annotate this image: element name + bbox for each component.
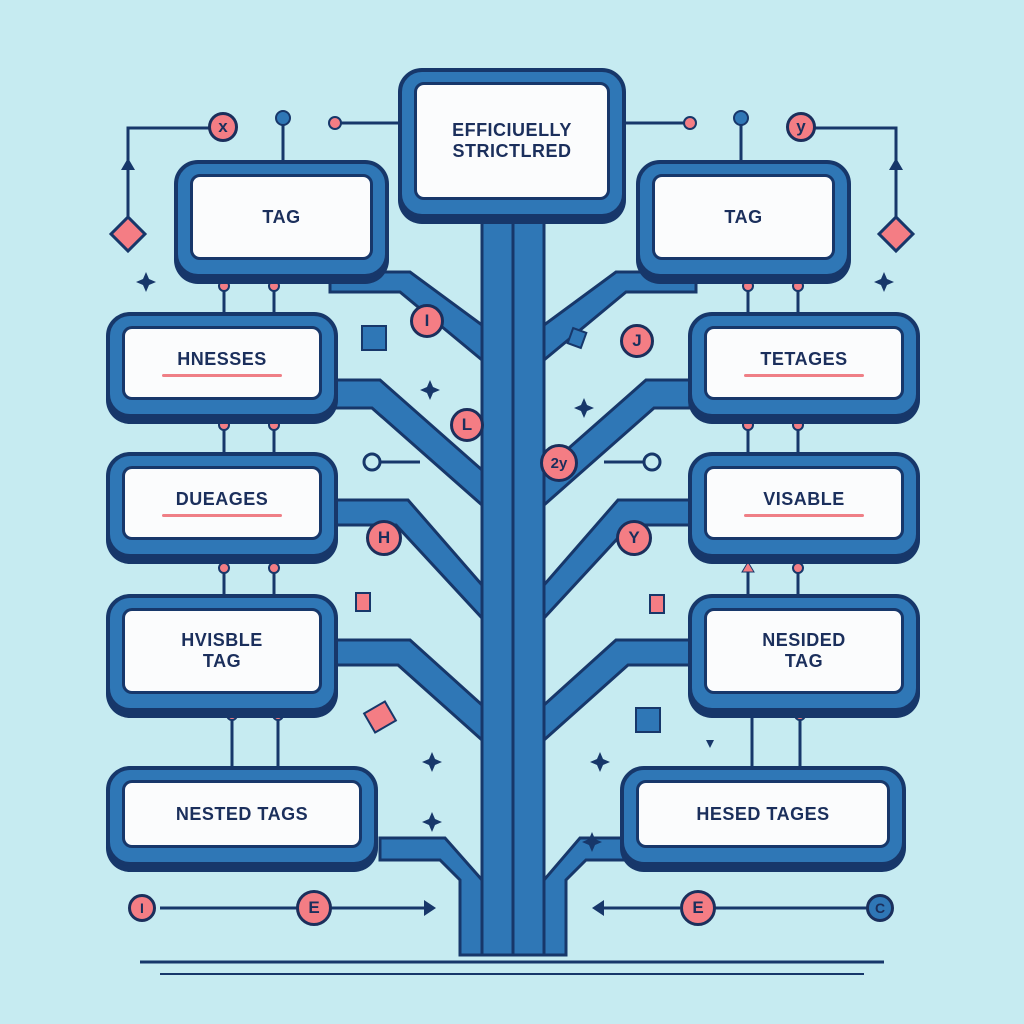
branch-right-5 xyxy=(542,836,632,957)
left-node-4-label: HVISBLE TAG xyxy=(181,630,263,671)
badge-bottom-right: E xyxy=(680,890,716,926)
left-node-3[interactable]: DUEAGES xyxy=(106,452,338,558)
right-node-5[interactable]: HESED TAGES xyxy=(620,766,906,866)
right-node-2[interactable]: TETAGES xyxy=(688,312,920,418)
left-node-3-underline xyxy=(161,513,283,517)
left-node-2-label: HNESSES xyxy=(177,349,267,370)
badge-mid-left-3: H xyxy=(366,520,402,556)
right-node-5-label: HESED TAGES xyxy=(696,803,830,824)
right-node-3-underline xyxy=(743,513,865,517)
right-node-1[interactable]: TAG xyxy=(636,160,851,278)
branch-right-1 xyxy=(542,270,698,364)
branch-left-5 xyxy=(378,836,484,957)
right-node-2-label: TETAGES xyxy=(760,349,848,370)
root-node[interactable]: EFFICIUELLY STRICTLRED xyxy=(398,68,626,218)
badge-top-left: x xyxy=(208,112,238,142)
left-node-1-label: TAG xyxy=(262,206,301,227)
right-node-2-underline xyxy=(743,373,865,377)
right-node-1-label: TAG xyxy=(724,206,763,227)
left-node-2-underline xyxy=(161,373,283,377)
right-node-3-label: VISABLE xyxy=(763,489,845,510)
left-node-3-label: DUEAGES xyxy=(175,489,269,510)
branch-right-2 xyxy=(542,378,692,509)
sparkle-icons xyxy=(136,272,894,852)
badge-top-right: y xyxy=(786,112,816,142)
badge-mid-right-2: 2y xyxy=(540,444,578,482)
branch-right-3 xyxy=(542,498,692,622)
root-title-line2: STRICTLRED xyxy=(452,141,572,161)
left-node-4[interactable]: HVISBLE TAG xyxy=(106,594,338,712)
right-node-3[interactable]: VISABLE xyxy=(688,452,920,558)
badge-mid-right-3: Y xyxy=(616,520,652,556)
branch-right-4 xyxy=(542,638,692,744)
right-node-4[interactable]: NESIDED TAG xyxy=(688,594,920,712)
branch-left-4 xyxy=(333,638,484,744)
badge-bottom-left-small: I xyxy=(128,894,156,922)
badge-mid-left-2: L xyxy=(450,408,484,442)
left-node-2[interactable]: HNESSES xyxy=(106,312,338,418)
left-node-5-label: NESTED TAGS xyxy=(175,803,309,824)
left-node-1[interactable]: TAG xyxy=(174,160,389,278)
badge-mid-right-1: J xyxy=(620,324,654,358)
badge-mid-left-1: I xyxy=(410,304,444,338)
root-title-line1: EFFICIUELLY xyxy=(452,120,572,141)
left-node-5[interactable]: NESTED TAGS xyxy=(106,766,378,866)
badge-bottom-left: E xyxy=(296,890,332,926)
branch-left-1 xyxy=(328,270,484,364)
badge-bottom-right-small: C xyxy=(866,894,894,922)
branch-left-2 xyxy=(333,378,484,509)
right-node-4-label: NESIDED TAG xyxy=(762,630,846,671)
